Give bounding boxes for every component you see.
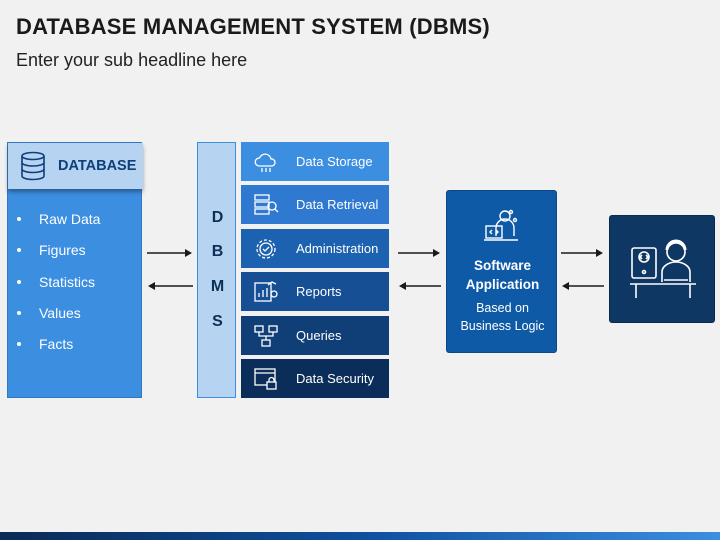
function-row-reports: Reports xyxy=(241,272,389,311)
arrow-right-icon xyxy=(147,249,192,257)
function-row-data-retrieval: Data Retrieval xyxy=(241,185,389,224)
cloud-icon xyxy=(254,153,276,172)
page-subtitle: Enter your sub headline here xyxy=(16,50,248,70)
database-list: Raw Data Figures Statistics Values Facts xyxy=(16,209,100,365)
list-item: Figures xyxy=(16,240,100,271)
dbms-letter: B xyxy=(211,243,224,260)
software-subtitle: Based on Business Logic xyxy=(460,301,545,333)
dbms-letter: D xyxy=(211,209,224,226)
database-card: DATABASE Raw Data Figures Statistics Val… xyxy=(7,142,143,398)
arrow-right-icon xyxy=(561,249,603,257)
function-label: Data Storage xyxy=(296,154,373,169)
arrow-left-icon xyxy=(399,282,441,290)
function-row-queries: Queries xyxy=(241,316,389,355)
database-label: DATABASE xyxy=(58,158,137,174)
developer-code-icon xyxy=(484,209,518,241)
list-item: Statistics xyxy=(16,272,100,303)
bottom-accent-bar xyxy=(0,532,720,540)
developer-box xyxy=(609,215,715,323)
dbms-letter: M xyxy=(210,278,225,295)
function-label: Reports xyxy=(296,284,342,299)
function-label: Administration xyxy=(296,241,379,256)
server-search-icon xyxy=(254,193,279,215)
settings-shield-icon xyxy=(256,238,276,259)
dbms-bar: D B M S xyxy=(197,142,236,398)
function-row-data-security: Data Security xyxy=(241,359,389,398)
software-application-box: Software Application Based on Business L… xyxy=(446,190,557,353)
dbms-letter: S xyxy=(212,313,223,330)
report-chart-icon xyxy=(254,280,278,302)
developer-laptop-icon xyxy=(630,239,696,298)
arrow-right-icon xyxy=(398,249,440,257)
function-row-data-storage: Data Storage xyxy=(241,142,389,181)
function-row-administration: Administration xyxy=(241,229,389,268)
page-title: DATABASE MANAGEMENT SYSTEM (DBMS) xyxy=(16,14,490,39)
function-label: Queries xyxy=(296,328,342,343)
list-item: Facts xyxy=(16,334,100,365)
function-label: Data Security xyxy=(296,371,375,386)
software-title: Software Application xyxy=(465,258,540,292)
database-header: DATABASE xyxy=(8,143,143,189)
database-icon xyxy=(21,151,45,181)
arrow-left-icon xyxy=(562,282,604,290)
lock-window-icon xyxy=(254,367,277,390)
arrow-left-icon xyxy=(148,282,193,290)
list-item: Raw Data xyxy=(16,209,100,240)
function-label: Data Retrieval xyxy=(296,197,379,212)
list-item: Values xyxy=(16,303,100,334)
query-tree-icon xyxy=(254,324,278,347)
